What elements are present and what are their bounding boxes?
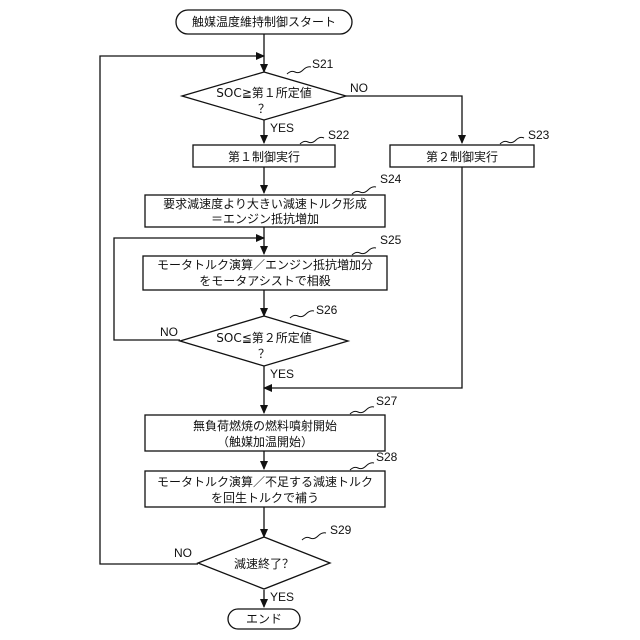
step-s23: 第２制御実行 S23 — [390, 128, 550, 167]
s26-id: S26 — [316, 303, 338, 317]
s21-line2: ？ — [258, 102, 270, 116]
s28-id: S28 — [376, 450, 398, 464]
s21-line1: SOC≧第１所定値 — [216, 85, 312, 100]
step-s24: 要求減速度より大きい減速トルク形成 ＝エンジン抵抗増加 S24 — [145, 172, 402, 227]
s25-line2: をモータアシストで相殺 — [199, 274, 331, 288]
s23-text: 第２制御実行 — [426, 149, 498, 164]
s25-id: S25 — [380, 233, 402, 247]
step-s29: 減速終了？ S29 NO YES — [174, 523, 352, 604]
s22-text: 第１制御実行 — [228, 149, 300, 164]
end-label: エンド — [246, 612, 282, 626]
s26-no-label: NO — [160, 325, 178, 339]
s24-id: S24 — [380, 172, 402, 186]
s21-yes-label: YES — [270, 121, 294, 135]
s29-yes-label: YES — [270, 590, 294, 604]
s23-id: S23 — [528, 128, 550, 142]
s28-line2: を回生トルクで補う — [211, 491, 319, 505]
s27-line2: （触媒加温開始） — [217, 435, 313, 449]
s26-yes-label: YES — [270, 367, 294, 381]
start-label: 触媒温度維持制御スタート — [192, 14, 336, 29]
s25-line1: モータトルク演算／エンジン抵抗増加分 — [157, 257, 373, 272]
step-s25: モータトルク演算／エンジン抵抗増加分 をモータアシストで相殺 S25 — [143, 233, 402, 290]
s21-id: S21 — [312, 57, 334, 71]
step-s26: SOC≦第２所定値 ？ S26 NO YES — [160, 303, 348, 381]
step-s21: SOC≧第１所定値 ？ S21 NO YES — [182, 57, 368, 135]
s29-text: 減速終了？ — [234, 556, 294, 571]
s22-id: S22 — [328, 128, 350, 142]
s26-line2: ？ — [258, 347, 270, 361]
s24-line1: 要求減速度より大きい減速トルク形成 — [163, 196, 367, 211]
s29-id: S29 — [330, 523, 352, 537]
s21-no-label: NO — [350, 81, 368, 95]
s28-line1: モータトルク演算／不足する減速トルク — [157, 474, 373, 489]
s24-line2: ＝エンジン抵抗増加 — [211, 211, 319, 226]
s26-line1: SOC≦第２所定値 — [216, 330, 312, 345]
s27-id: S27 — [376, 394, 398, 408]
step-s28: モータトルク演算／不足する減速トルク を回生トルクで補う S28 — [145, 450, 398, 507]
s27-line1: 無負荷燃焼の燃料噴射開始 — [193, 418, 337, 433]
s29-no-label: NO — [174, 546, 192, 560]
step-s27: 無負荷燃焼の燃料噴射開始 （触媒加温開始） S27 — [145, 394, 398, 451]
